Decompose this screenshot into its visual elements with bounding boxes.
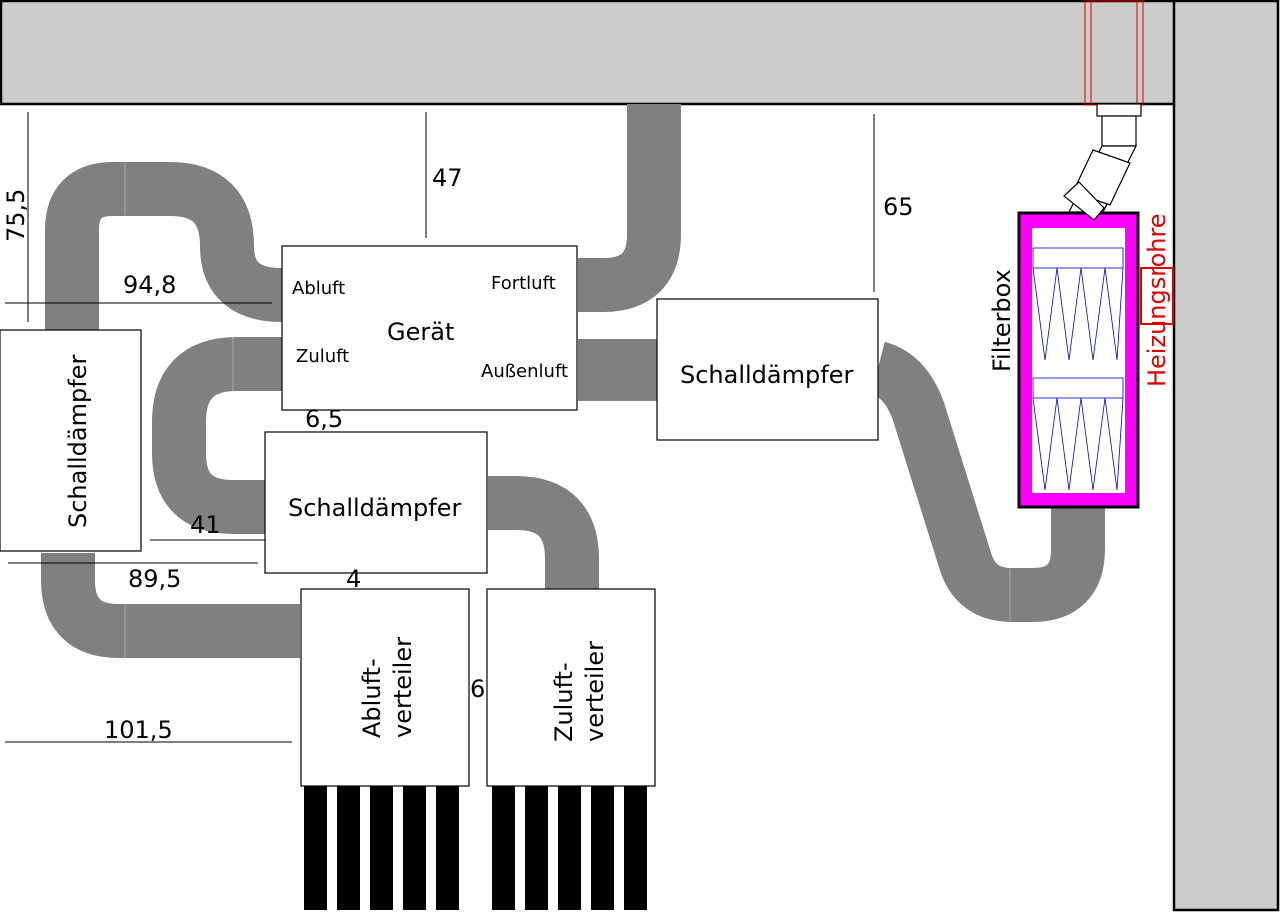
dim-94-8: 94,8 — [123, 271, 176, 299]
label-zuluftverteiler-1: Zuluft- — [550, 662, 578, 742]
dim-75-5: 75,5 — [2, 189, 30, 242]
label-heizungsrohre: Heizungsrohre — [1143, 213, 1171, 387]
label-schalldaempfer-left: Schalldämpfer — [64, 355, 92, 528]
dim-4: 4 — [346, 565, 361, 593]
duct-filterbox — [869, 341, 1105, 622]
top-wall — [0, 0, 1179, 106]
filter-pleats — [1032, 247, 1124, 491]
filterbox — [1017, 211, 1140, 509]
dim-6-5: 6,5 — [305, 405, 343, 433]
filterbox-inner — [1032, 228, 1125, 493]
label-zuluft: Zuluft — [296, 346, 349, 367]
schalldaempfer-left-box — [0, 329, 142, 552]
duct-zuluft — [152, 337, 282, 534]
dim-65: 65 — [883, 193, 914, 221]
abluft-outlet-pipes — [304, 786, 459, 910]
zuluft-outlet-pipes — [492, 786, 647, 910]
ducts — [41, 104, 1105, 658]
duct-abluft — [45, 162, 284, 330]
dim-41: 41 — [190, 511, 221, 539]
heating-pipe-marker — [1140, 267, 1174, 325]
label-geraet: Gerät — [387, 318, 454, 346]
label-abluftverteiler-1: Abluft- — [358, 658, 386, 738]
geraet-box — [281, 245, 578, 411]
label-schalldaempfer-right: Schalldämpfer — [680, 361, 853, 389]
label-filterbox: Filterbox — [988, 269, 1016, 372]
label-schalldaempfer-middle: Schalldämpfer — [288, 494, 461, 522]
right-wall — [1172, 0, 1280, 912]
label-zuluftverteiler-2: verteiler — [581, 641, 609, 742]
duct-zuluftverteiler — [488, 476, 599, 589]
dimension-lines — [5, 112, 875, 743]
abluftverteiler-box — [300, 588, 470, 787]
label-fortluft: Fortluft — [491, 273, 556, 294]
dim-101-5: 101,5 — [104, 716, 173, 744]
duct-seams — [124, 163, 1011, 658]
schalldaempfer-right-box — [656, 298, 879, 441]
dim-6: 6 — [470, 675, 485, 703]
duct-bottom-left — [41, 553, 300, 658]
label-abluft: Abluft — [292, 278, 345, 299]
label-abluftverteiler-2: verteiler — [389, 637, 417, 738]
dim-89-5: 89,5 — [128, 565, 181, 593]
schalldaempfer-middle-box — [264, 431, 488, 574]
pipe-fitting — [1063, 103, 1142, 221]
duct-fortluft — [576, 104, 681, 312]
label-aussenluft: Außenluft — [481, 361, 568, 382]
dim-47: 47 — [432, 164, 463, 192]
